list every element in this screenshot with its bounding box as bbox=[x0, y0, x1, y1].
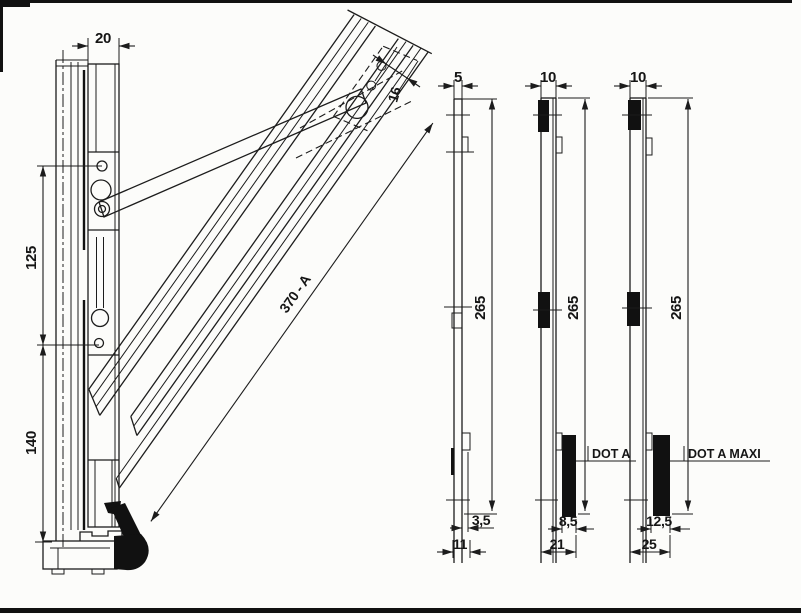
dim-p2-height: 265 bbox=[558, 97, 590, 515]
hidden-arm-line bbox=[299, 69, 405, 129]
dim-label-p3-base-width: 25 bbox=[642, 536, 657, 552]
dim-label-p2-width: 10 bbox=[540, 69, 556, 86]
dim-label-p1-base-width: 11 bbox=[453, 536, 468, 552]
dim-label-stay-length: 370 - A bbox=[276, 272, 314, 316]
slider-block-mid bbox=[627, 292, 640, 326]
tilted-sash: 370 - A bbox=[88, 9, 434, 522]
slider-shoe bbox=[653, 435, 670, 516]
side-view: 370 - A 16 bbox=[23, 9, 434, 575]
dim-p1-foot-offset: 3,5 bbox=[450, 452, 494, 532]
dim-label-track-width: 20 bbox=[95, 30, 111, 47]
dim-bracket-width: 16 bbox=[372, 46, 421, 104]
hinge-black-parts bbox=[104, 501, 149, 571]
dim-p2-base-width: 21 bbox=[541, 535, 577, 558]
dim-label-p1-height: 265 bbox=[472, 296, 489, 320]
sill-profile bbox=[42, 530, 123, 575]
dim-track-width: 20 bbox=[72, 30, 135, 64]
dim-p1-base-width: 11 bbox=[437, 536, 486, 558]
dim-label-bracket-width: 16 bbox=[384, 85, 404, 104]
dim-p3-base-width: 25 bbox=[630, 535, 671, 558]
dim-p1-height: 265 bbox=[456, 98, 497, 515]
stay-arm bbox=[93, 69, 415, 218]
dim-label-p3-height: 265 bbox=[668, 296, 685, 320]
dim-stay-length: 370 - A bbox=[150, 122, 434, 522]
dim-p2-width: 10 bbox=[525, 69, 572, 98]
dim-label-p3-width: 10 bbox=[630, 69, 646, 86]
dim-upper-span: 125 bbox=[23, 165, 102, 346]
lower-pivot-hole bbox=[93, 337, 105, 349]
slider-shoe bbox=[562, 435, 576, 517]
dim-p3-foot-offset: 12,5 bbox=[637, 513, 690, 533]
dim-label-p2-foot-offset: 8,5 bbox=[559, 513, 578, 529]
profile-view-3: 10 265 DOT A MAXI 12,5 25 bbox=[614, 69, 770, 563]
tag-dot-a-maxi: DOT A MAXI bbox=[670, 446, 770, 462]
dim-label-p1-foot-offset: 3,5 bbox=[472, 512, 491, 528]
dim-p3-width: 10 bbox=[614, 69, 662, 98]
profile-view-2: 10 265 DOT A 8,5 21 bbox=[525, 69, 636, 563]
tag-label-dot-a-maxi: DOT A MAXI bbox=[688, 447, 761, 461]
profile-view-1: 5 265 3,5 11 bbox=[437, 69, 497, 563]
keyhole-slot-end bbox=[90, 308, 110, 328]
dim-lower-span: 140 bbox=[23, 345, 52, 543]
screw-hole bbox=[366, 80, 377, 91]
dim-p3-height: 265 bbox=[648, 97, 693, 515]
stay-rivet bbox=[345, 95, 369, 120]
sash-bracket bbox=[333, 45, 418, 132]
dim-label-lower-span: 140 bbox=[23, 431, 40, 455]
dim-label-upper-span: 125 bbox=[23, 246, 40, 270]
dim-label-p3-foot-offset: 12,5 bbox=[646, 513, 672, 529]
dim-label-p1-width: 5 bbox=[454, 69, 462, 86]
stay-track-plate bbox=[87, 63, 120, 528]
slider-block-top bbox=[538, 100, 549, 132]
sash-end-cut bbox=[347, 9, 433, 55]
large-hole bbox=[90, 179, 112, 201]
dim-p1-width: 5 bbox=[438, 69, 478, 99]
frame-profile bbox=[55, 50, 88, 548]
dim-label-p2-height: 265 bbox=[565, 296, 582, 320]
dim-label-p2-base-width: 21 bbox=[550, 536, 565, 552]
dim-p2-foot-offset: 8,5 bbox=[548, 513, 594, 533]
tag-label-dot-a: DOT A bbox=[592, 447, 630, 461]
tag-dot-a: DOT A bbox=[576, 446, 636, 462]
